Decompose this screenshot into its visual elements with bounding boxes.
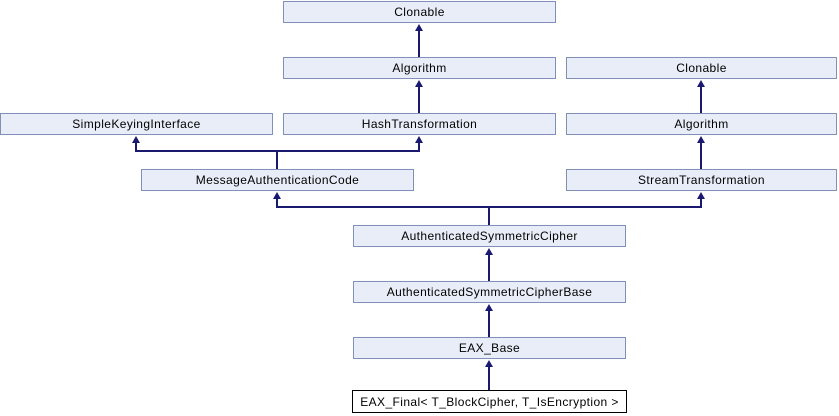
edge-streamtransformation-to-algorithm-right — [697, 136, 705, 169]
edge-ascbase-to-asc — [485, 248, 493, 281]
edge-eaxfinal-to-eaxbase — [485, 360, 493, 390]
class-node-authenticated-symmetric-cipher[interactable]: AuthenticatedSymmetricCipher — [353, 225, 626, 247]
edge-eaxbase-to-ascbase — [485, 304, 493, 337]
class-node-clonable-right[interactable]: Clonable — [566, 57, 837, 79]
class-node-clonable-top[interactable]: Clonable — [283, 1, 556, 23]
class-node-hash-transformation[interactable]: HashTransformation — [283, 113, 556, 135]
edge-algorithm-to-clonable — [415, 24, 423, 57]
edge-hashtransformation-to-algorithm — [415, 80, 423, 113]
class-node-algorithm-right[interactable]: Algorithm — [566, 113, 837, 135]
class-node-algorithm-center[interactable]: Algorithm — [283, 57, 556, 79]
class-node-eax-base[interactable]: EAX_Base — [353, 337, 626, 359]
class-node-message-authentication-code[interactable]: MessageAuthenticationCode — [141, 169, 414, 191]
edge-mac-to-simplekeyinginterface-and-hashtransformation — [132, 136, 423, 169]
class-node-simple-keying-interface[interactable]: SimpleKeyingInterface — [0, 113, 273, 135]
edge-asc-to-mac-and-streamtransformation — [273, 192, 705, 225]
edge-algorithm-right-to-clonable-right — [697, 80, 705, 113]
class-node-authenticated-symmetric-cipher-base[interactable]: AuthenticatedSymmetricCipherBase — [353, 281, 626, 303]
class-node-eax-final-focus: EAX_Final< T_BlockCipher, T_IsEncryption… — [352, 390, 627, 413]
class-node-stream-transformation[interactable]: StreamTransformation — [566, 169, 837, 191]
